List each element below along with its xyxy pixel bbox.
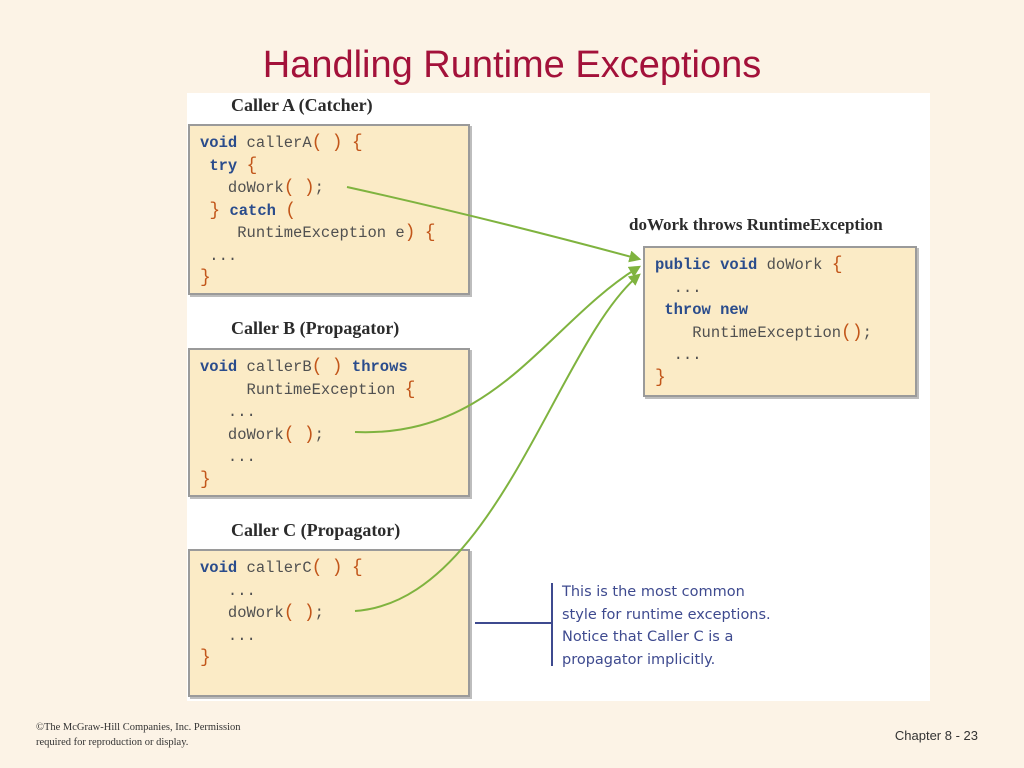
note-line: propagator implicitly. [562, 651, 716, 668]
note-line: Notice that Caller C is a [562, 629, 734, 645]
call-arrows [346, 186, 642, 666]
code-line: throw new [664, 301, 749, 319]
code-line: void callerA( ) { [200, 133, 363, 153]
copyright-line: required for reproduction or display. [36, 737, 189, 748]
code-line: RuntimeException { [246, 379, 416, 400]
code-line: ... [200, 581, 256, 600]
code-line: ... [655, 278, 702, 297]
caller-c-code-box: void callerC( ) { ... doWork( ); ... } [188, 549, 470, 697]
arrow-caller-b [354, 265, 642, 434]
code-line: ... [200, 246, 238, 265]
arrow-caller-c [354, 273, 641, 612]
code-line: RuntimeException(); [692, 322, 872, 343]
code-line: } [655, 367, 666, 388]
code-line: void callerC( ) { [200, 558, 363, 578]
copyright-line: ©The McGraw-Hill Companies, Inc. Permiss… [36, 722, 241, 733]
code-line: try { [209, 155, 258, 176]
copyright-notice: ©The McGraw-Hill Companies, Inc. Permiss… [36, 720, 241, 750]
code-line: } [200, 648, 211, 668]
caller-b-code-box: void callerB( ) throws RuntimeException … [188, 348, 470, 497]
code-line: doWork( ); [227, 178, 324, 198]
code-line: RuntimeException e) { [237, 223, 436, 243]
caller-a-caption: Caller A (Catcher) [231, 95, 373, 115]
code-line: public void doWork { [655, 255, 843, 275]
dowork-code-box: public void doWork { ... throw new Runti… [643, 246, 917, 397]
code-line: ... [200, 403, 256, 421]
note-line: style for runtime exceptions. [562, 606, 771, 623]
code-line: ... [200, 626, 256, 645]
page-number: Chapter 8 - 23 [894, 728, 978, 743]
note-text: This is the most common style for runtim… [562, 581, 771, 671]
code-line: } [200, 268, 211, 288]
code-line: void callerB( ) throws [200, 357, 408, 377]
note-line: This is the most common [562, 584, 745, 600]
code-line: ... [200, 448, 256, 466]
code-line: } catch ( [209, 200, 297, 221]
code-line: doWork( ); [227, 424, 324, 445]
code-line: doWork( ); [227, 603, 324, 623]
caller-b-caption: Caller B (Propagator) [231, 318, 400, 338]
code-line: ... [655, 346, 702, 364]
dowork-caption: doWork throws RuntimeException [629, 215, 883, 234]
arrow-caller-a [346, 186, 642, 263]
slide-title: Handling Runtime Exceptions [262, 44, 762, 86]
caller-a-code-box: void callerA( ) { try { doWork( ); } cat… [188, 124, 470, 295]
code-line: } [200, 469, 211, 490]
caller-c-caption: Caller C (Propagator) [231, 520, 401, 540]
exception-diagram: Caller A (Catcher) void callerA( ) { try… [187, 93, 930, 701]
